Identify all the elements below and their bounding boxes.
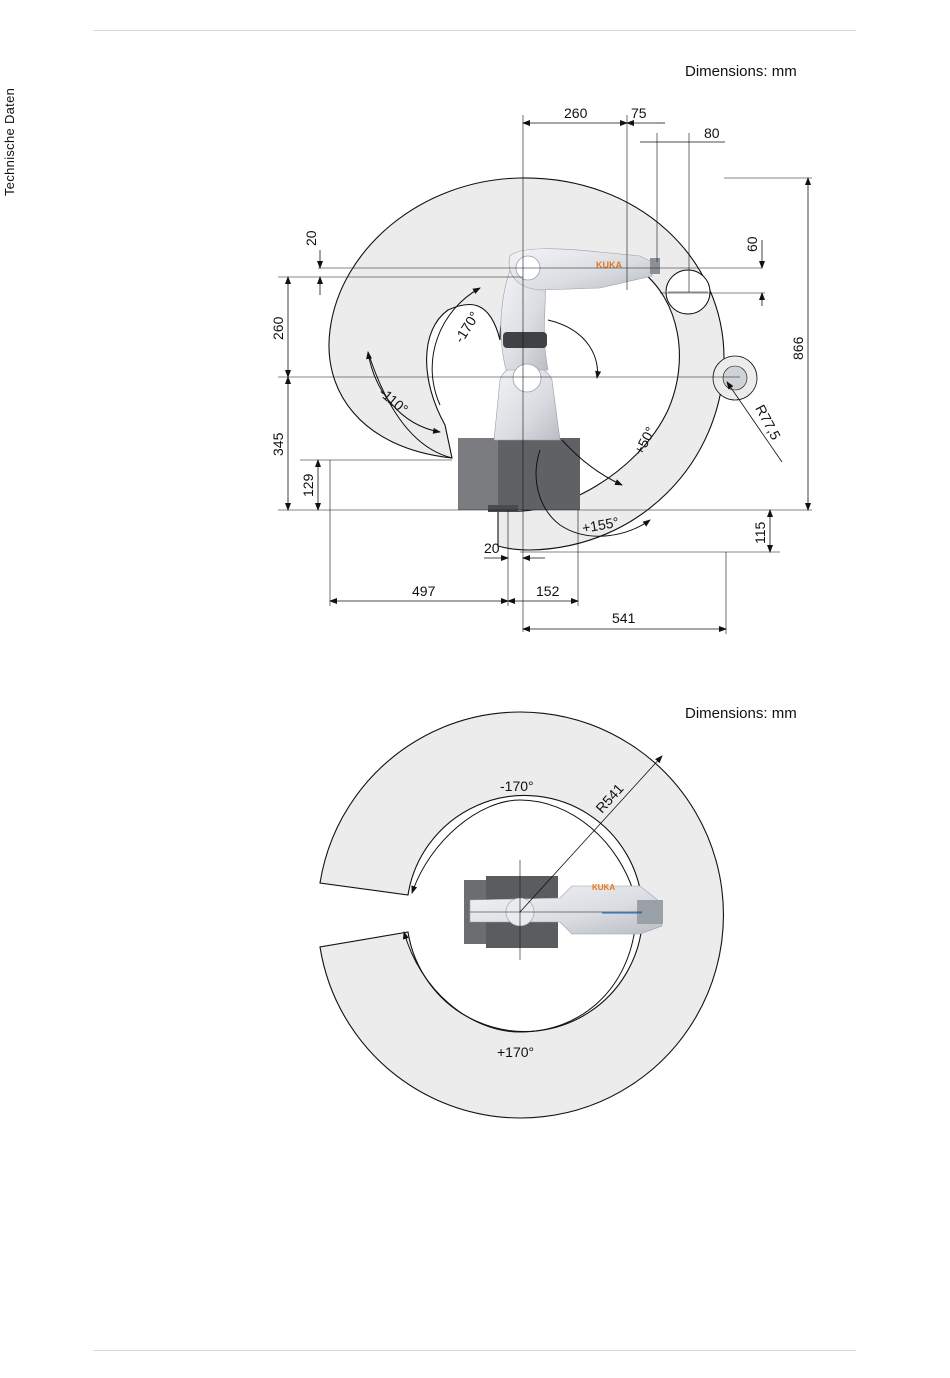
dim-60: 60 xyxy=(744,236,760,252)
dim-260-left: 260 xyxy=(270,316,286,340)
side-view-brand-logo: KUKA xyxy=(596,260,622,270)
top-view-brand-logo: KUKA xyxy=(592,883,615,892)
dim-866: 866 xyxy=(790,336,806,360)
angle-minus-170-side: -170° xyxy=(451,309,482,346)
dim-152: 152 xyxy=(536,583,560,599)
dim-129: 129 xyxy=(300,473,316,497)
dim-r77-5: R77,5 xyxy=(752,402,784,443)
top-view: KUKA R541 -170° +170° xyxy=(320,712,723,1118)
dim-20-left: 20 xyxy=(303,230,319,246)
side-view: KUKA 260 75 80 20 60 86 xyxy=(270,105,812,634)
dim-20-bottom: 20 xyxy=(484,540,500,556)
dim-345: 345 xyxy=(270,432,286,456)
top-view-angle-plus-170: +170° xyxy=(497,1044,534,1060)
dim-75: 75 xyxy=(631,105,647,121)
dim-115: 115 xyxy=(752,521,768,544)
dim-497: 497 xyxy=(412,583,436,599)
dim-541: 541 xyxy=(612,610,636,626)
dim-260-top: 260 xyxy=(564,105,588,121)
top-view-angle-minus-170: -170° xyxy=(500,778,534,794)
dim-80: 80 xyxy=(704,125,720,141)
